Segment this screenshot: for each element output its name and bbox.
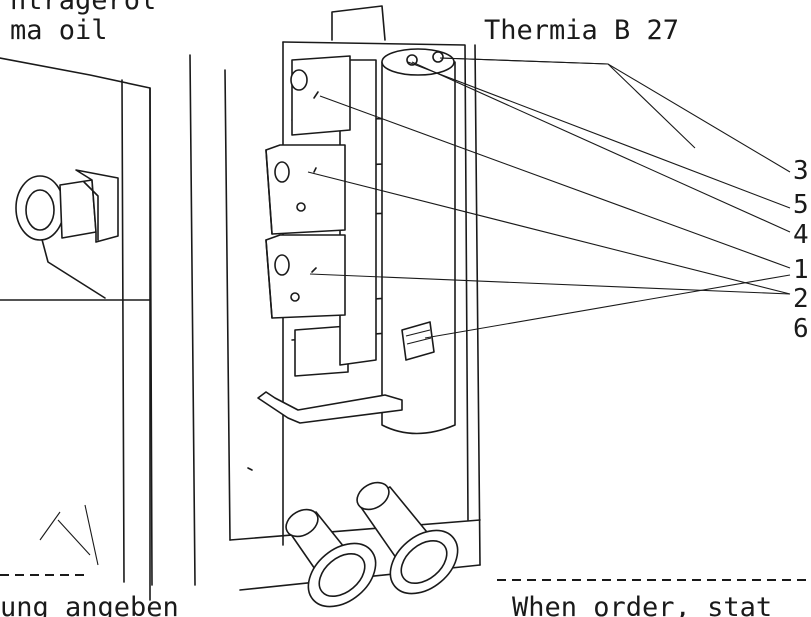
cylinder-label-tag	[401, 321, 435, 361]
callout-1: 1	[793, 255, 809, 285]
callout-4: 4	[793, 220, 809, 250]
leader-lines	[307, 57, 791, 339]
cylinder-sensor	[381, 48, 456, 435]
order-note-en: When order, stat	[512, 592, 773, 617]
callout-5: 5	[793, 190, 809, 220]
thermostat-unit-top	[290, 55, 351, 136]
callout-3: 3	[793, 156, 809, 186]
door-handle	[257, 391, 403, 424]
oil-type-label: Thermia B 27	[484, 15, 680, 46]
bottom-knob-left	[285, 508, 377, 608]
oil-label-de: ntrageröl	[10, 0, 157, 16]
oil-label-en: ma oil	[10, 15, 108, 46]
callout-2: 2	[793, 284, 809, 314]
thermostat-unit-lower	[265, 234, 346, 319]
left-knob	[15, 169, 119, 243]
order-note-de: ung angeben	[0, 592, 179, 617]
left-cabinet-panel	[0, 57, 153, 601]
bottom-knob-right	[356, 481, 459, 595]
callout-6: 6	[793, 314, 809, 344]
thermostat-unit-middle	[265, 144, 346, 235]
